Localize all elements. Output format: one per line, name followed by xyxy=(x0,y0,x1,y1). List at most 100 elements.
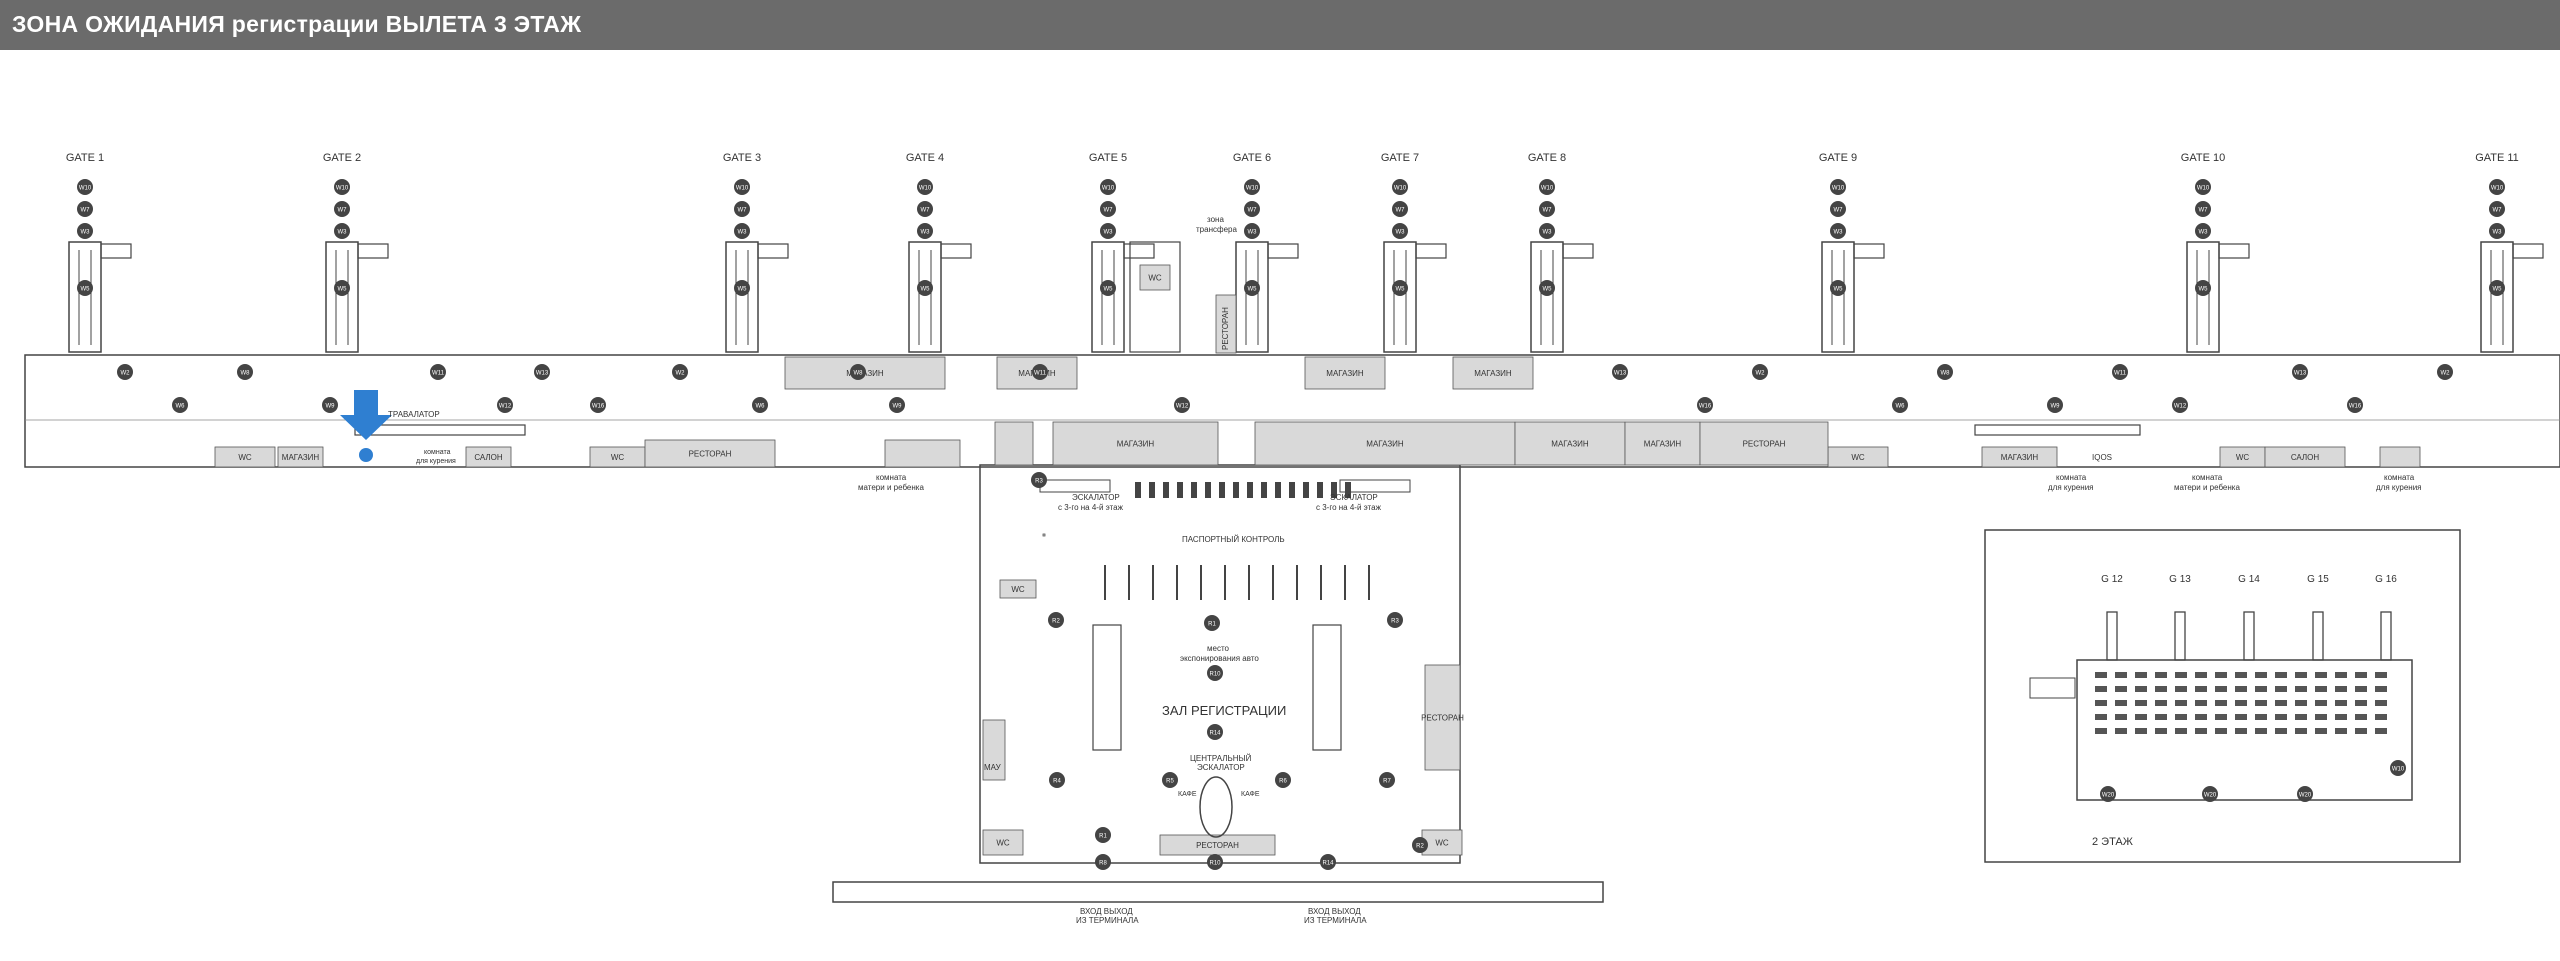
gate-barrier xyxy=(1205,482,1211,498)
marker-label: W3 xyxy=(1543,230,1553,236)
gate-barrier xyxy=(1331,482,1337,498)
transfer-zone-label-1: зона xyxy=(1207,215,1224,224)
jetbridge xyxy=(2480,241,2514,353)
restaurant-2-label: РЕСТОРАН xyxy=(1743,440,1786,449)
boarding-stairs xyxy=(757,243,789,259)
marker-label: W2 xyxy=(676,371,686,377)
smoking-zone xyxy=(2379,446,2421,468)
boarding-stairs xyxy=(1853,243,1885,259)
marker-label: W20 xyxy=(2204,793,2217,799)
marker-label: W3 xyxy=(1104,230,1114,236)
jetbridge xyxy=(2186,241,2220,353)
jetbridge xyxy=(1091,241,1125,353)
wc-4-label: WC xyxy=(2236,453,2250,462)
marker-label: W6 xyxy=(176,404,186,410)
gate-marker xyxy=(1392,223,1408,239)
shop-3 xyxy=(1304,356,1386,390)
marker-label: R5 xyxy=(1166,779,1174,785)
inset-seat-row xyxy=(2215,728,2227,734)
marker-label: R1 xyxy=(1099,834,1107,840)
marker-label: W5 xyxy=(1248,287,1258,293)
inset-marker xyxy=(2100,786,2116,802)
gate-marker xyxy=(1392,179,1408,195)
marker-label: W7 xyxy=(1543,208,1553,214)
exit-left-2: ИЗ ТЕРМИНАЛА xyxy=(1076,916,1139,925)
shop-10 xyxy=(277,446,324,468)
gate-label-10: GATE 10 xyxy=(2181,152,2225,164)
kafe-right-label: КАФЕ xyxy=(1241,791,1260,798)
marker-label: R7 xyxy=(1383,779,1391,785)
concourse-marker xyxy=(430,364,446,380)
central-escalator-shape xyxy=(1199,776,1233,838)
gate-barrier xyxy=(1163,482,1169,498)
inset-seat-row xyxy=(2335,686,2347,692)
gate-marker xyxy=(2195,179,2211,195)
concourse-marker xyxy=(534,364,550,380)
boarding-stairs xyxy=(1267,243,1299,259)
transfer-restoran xyxy=(1215,294,1237,354)
marker-label: R2 xyxy=(1052,619,1060,625)
smoking-room-left-1: комната xyxy=(424,449,451,456)
gate-barrier xyxy=(1275,482,1281,498)
inset-seat-row xyxy=(2135,700,2147,706)
inset-seat-row xyxy=(2355,714,2367,720)
gate-marker xyxy=(1830,179,1846,195)
central-marker xyxy=(1207,854,1223,870)
inset-seat-row xyxy=(2255,714,2267,720)
gate-marker xyxy=(2489,201,2505,217)
gate-barrier xyxy=(1317,482,1323,498)
inset-seat-row xyxy=(2235,700,2247,706)
inset-seat-row xyxy=(2155,714,2167,720)
marker-label: W5 xyxy=(921,287,931,293)
gate-marker xyxy=(1539,223,1555,239)
escalator-left-1: ЭСКАЛАТОР xyxy=(1072,493,1120,502)
shop-3-label: МАГАЗИН xyxy=(1326,369,1364,378)
inset-jetbridge xyxy=(2243,611,2255,661)
escalator-right-1: ЭСКАЛАТОР xyxy=(1330,493,1378,502)
marker-label: W10 xyxy=(336,186,349,192)
inset-seat-row xyxy=(2195,672,2207,678)
inset-seat-row xyxy=(2155,672,2167,678)
concourse-marker xyxy=(1612,364,1628,380)
inset-seat-row xyxy=(2315,714,2327,720)
salon-1-label: САЛОН xyxy=(474,453,503,462)
wc-3-label: WC xyxy=(1851,453,1865,462)
gate-marker xyxy=(2489,179,2505,195)
inset-seat-row xyxy=(2095,672,2107,678)
gate-marker xyxy=(334,201,350,217)
gate-barrier xyxy=(1233,482,1239,498)
inset-seat-row xyxy=(2175,714,2187,720)
inset-gate-15: G 15 xyxy=(2307,574,2329,585)
inset-marker xyxy=(2390,760,2406,776)
concourse-marker xyxy=(2292,364,2308,380)
inset-seat-row xyxy=(2315,700,2327,706)
gate-marker xyxy=(1539,179,1555,195)
kafe-left-label: КАФЕ xyxy=(1178,791,1197,798)
marker-label: W7 xyxy=(2493,208,2503,214)
inset-gate-13: G 13 xyxy=(2169,574,2191,585)
marker-label: W7 xyxy=(2199,208,2209,214)
marker-label: W3 xyxy=(1396,230,1406,236)
shop-9-label: МАГАЗИН xyxy=(2001,453,2039,462)
marker-label: R3 xyxy=(1035,479,1043,485)
inset-gate-16: G 16 xyxy=(2375,574,2397,585)
concourse-marker xyxy=(322,397,338,413)
page-header: ЗОНА ОЖИДАНИЯ регистрации ВЫЛЕТА 3 ЭТАЖ xyxy=(0,0,2560,50)
gate-marker xyxy=(1539,280,1555,296)
inset-seat-row xyxy=(2315,728,2327,734)
gate-marker xyxy=(2489,223,2505,239)
marker-label: W2 xyxy=(2441,371,2451,377)
marker-label: W5 xyxy=(81,287,91,293)
inset-seat-row xyxy=(2155,728,2167,734)
inset-seat-row xyxy=(2275,728,2287,734)
gate-marker xyxy=(2195,280,2211,296)
gate-marker xyxy=(1244,201,1260,217)
shop-7 xyxy=(1514,421,1626,466)
marker-label: W20 xyxy=(2102,793,2115,799)
inset-seat-row xyxy=(2135,728,2147,734)
central-wc-left-label: WC xyxy=(1011,585,1025,594)
concourse-marker xyxy=(672,364,688,380)
marker-label: W11 xyxy=(2114,371,2127,377)
inset-hall xyxy=(2076,659,2413,801)
